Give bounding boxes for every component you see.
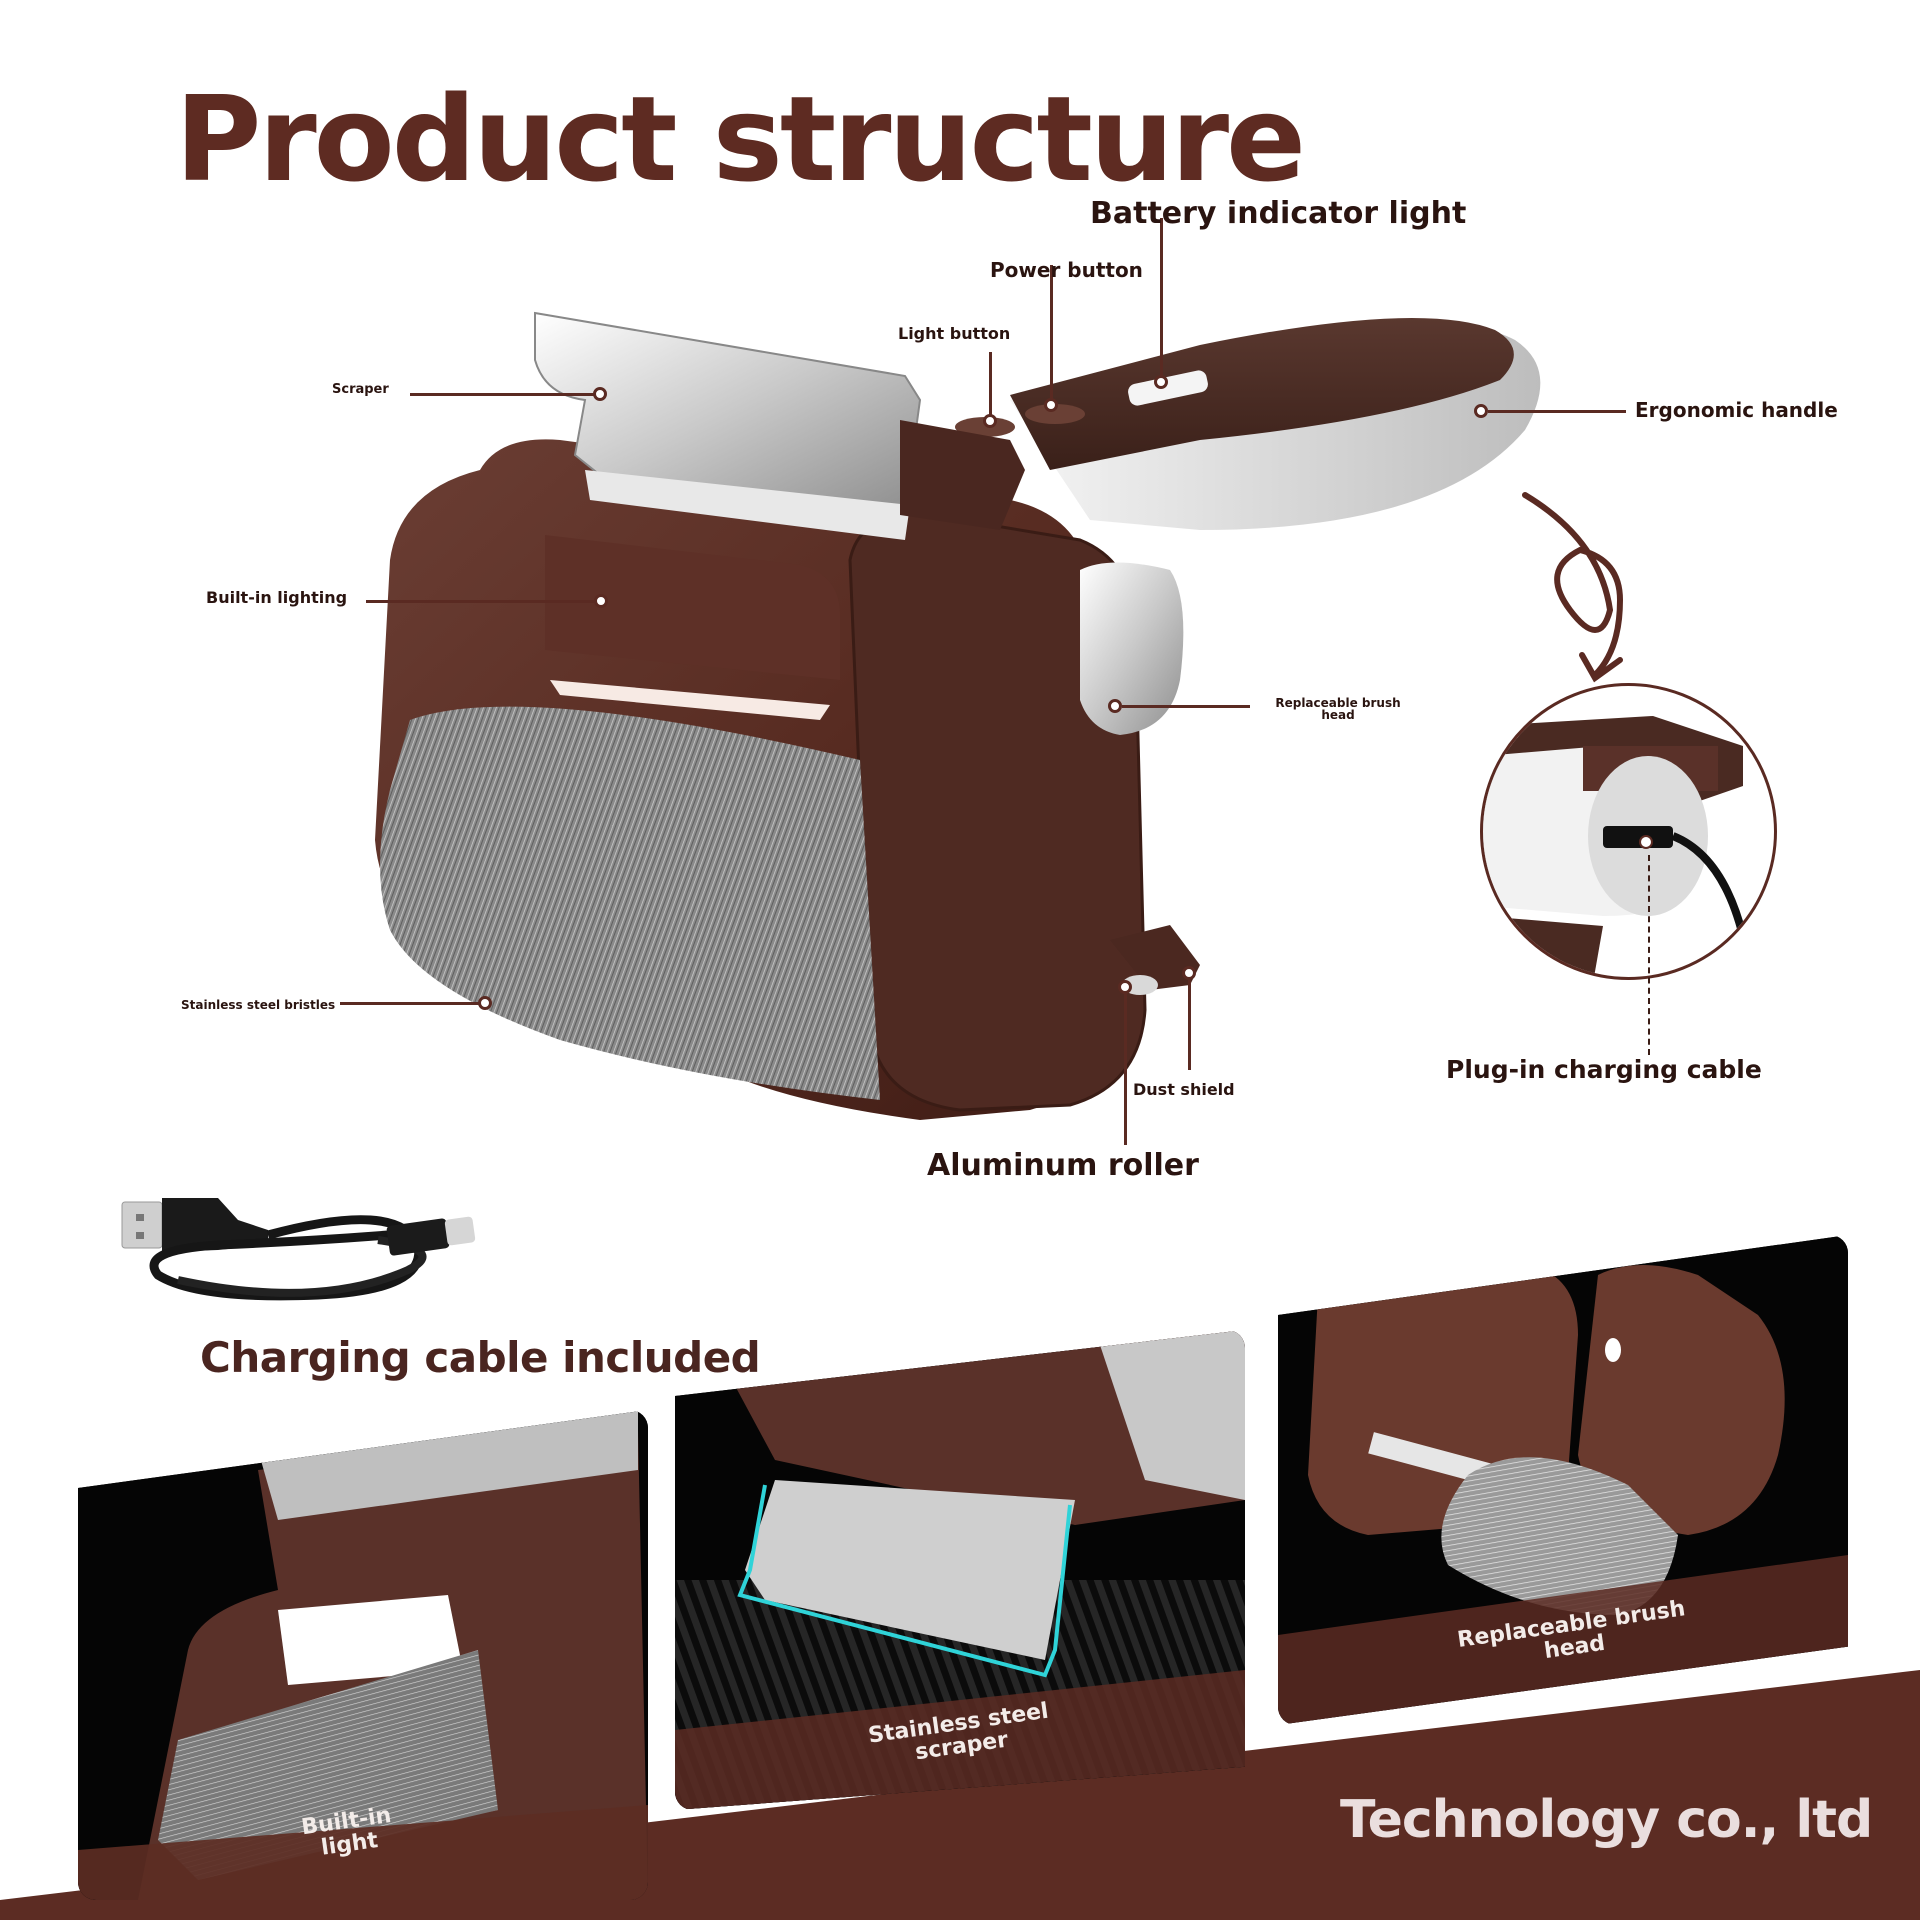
callout-replaceable-brush-head: Replaceable brush head (1268, 697, 1408, 721)
callout-built-in-lighting: Built-in lighting (206, 588, 348, 607)
battery-leader (1160, 218, 1163, 378)
callout-light-button: Light button (898, 324, 1011, 343)
callout-ergonomic-handle: Ergonomic handle (1635, 398, 1838, 422)
brush-head-illustration (1278, 1235, 1848, 1725)
lighting-leader (366, 600, 596, 603)
callout-power-button: Power button (990, 258, 1143, 282)
callout-dust-shield: Dust shield (1133, 1080, 1235, 1099)
brush-head-dot (1108, 699, 1122, 713)
charging-cable-leader (1648, 855, 1650, 1055)
power-leader (1050, 265, 1053, 405)
callout-plug-in-charging-cable: Plug-in charging cable (1446, 1055, 1762, 1084)
brush-head-leader (1122, 705, 1250, 708)
scraper-illustration (675, 1330, 1245, 1810)
battery-dot (1154, 375, 1168, 389)
lighting-dot (594, 594, 608, 608)
feature-card-stainless-steel-scraper: Stainless steel scraper (675, 1330, 1245, 1810)
feature-card-built-in-light: Built-in light (78, 1410, 648, 1900)
dust-shield-dot (1182, 966, 1196, 980)
callout-scraper: Scraper (332, 382, 389, 397)
usb-cable-image (121, 1198, 476, 1301)
callout-battery-indicator-light: Battery indicator light (1090, 196, 1467, 231)
scraper-dot (593, 387, 607, 401)
accessory-caption: Charging cable included (200, 1333, 761, 1382)
light-leader (989, 352, 992, 417)
roller-dot (1118, 980, 1132, 994)
handle-dot (1474, 404, 1488, 418)
charging-port-illustration (1483, 716, 1747, 977)
charging-port-inset (1480, 683, 1777, 980)
dust-shield-leader (1188, 980, 1191, 1070)
bristles-dot (478, 996, 492, 1010)
feature-card-replaceable-brush-head: Replaceable brush head (1278, 1235, 1848, 1725)
bristles-leader (340, 1002, 480, 1005)
handle-leader (1488, 410, 1626, 413)
callout-stainless-steel-bristles: Stainless steel bristles (181, 998, 336, 1012)
roller-leader (1124, 990, 1127, 1145)
callout-replaceable-brush-head-text: Replaceable brush head (1275, 696, 1401, 722)
scraper-leader (410, 393, 595, 396)
power-dot (1044, 398, 1058, 412)
company-name: Technology co., ltd (1340, 1790, 1873, 1850)
callout-aluminum-roller: Aluminum roller (927, 1148, 1199, 1183)
built-in-light-illustration (78, 1410, 648, 1900)
page-title: Product structure (175, 70, 1306, 208)
light-dot (983, 414, 997, 428)
